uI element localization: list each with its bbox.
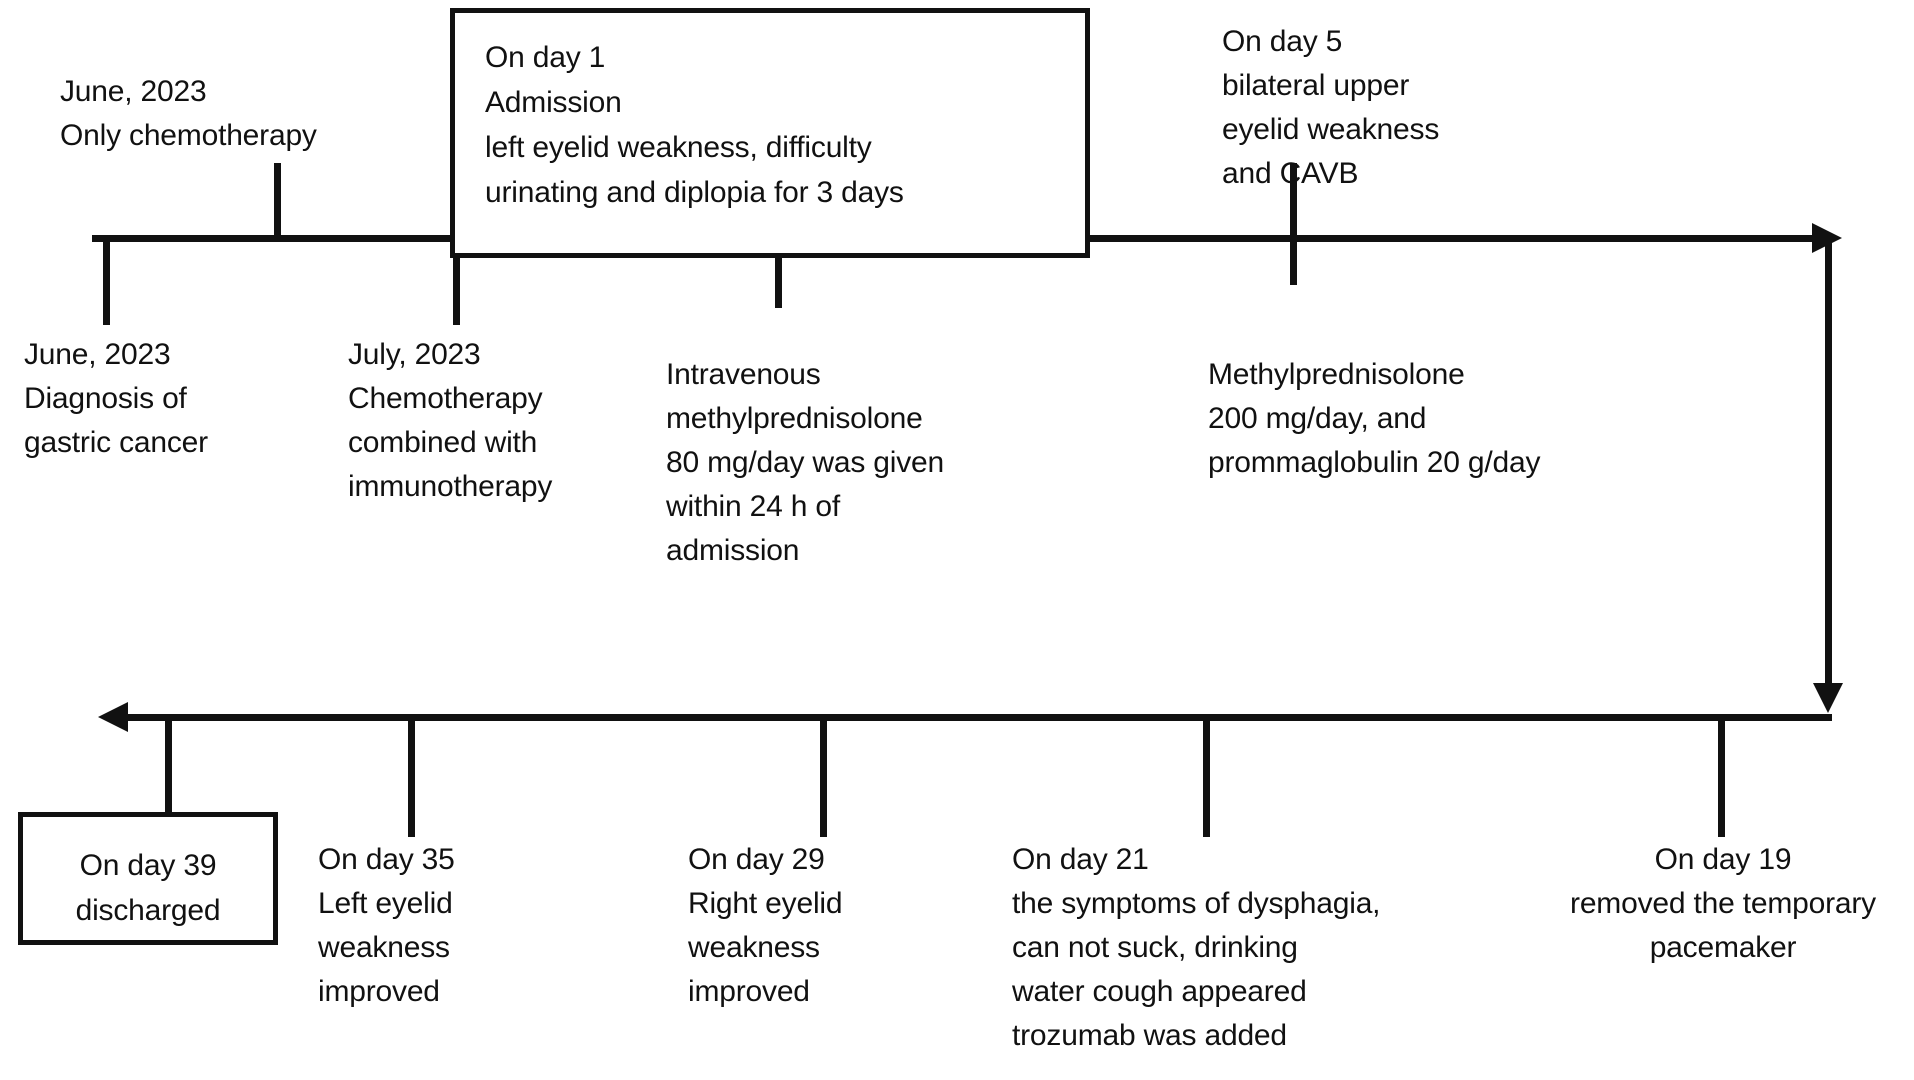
callout-day1-admission-text: On day 1 Admission left eyelid weakness,… bbox=[485, 41, 904, 209]
bottom-timeline-axis bbox=[128, 714, 1832, 721]
bottom-tick-day21 bbox=[1203, 714, 1210, 837]
label-methylprednisolone-200: Methylprednisolone 200 mg/day, and promm… bbox=[1208, 358, 1541, 479]
top-tick-down-july2023 bbox=[453, 235, 460, 325]
top-tick-up-day5 bbox=[1290, 163, 1297, 239]
top-tick-down-methylpred200 bbox=[1290, 235, 1297, 285]
top-tick-down-diagnosis bbox=[103, 235, 110, 325]
label-day35-left-eyelid: On day 35 Left eyelid weakness improved bbox=[318, 843, 455, 1008]
bottom-tick-day29 bbox=[820, 714, 827, 837]
label-july-2023-immunotherapy: July, 2023 Chemotherapy combined with im… bbox=[348, 338, 553, 503]
top-tick-up-june2023 bbox=[274, 163, 281, 239]
timeline-connector-right bbox=[1825, 235, 1832, 685]
label-june-2023-diagnosis: June, 2023 Diagnosis of gastric cancer bbox=[24, 338, 208, 459]
bottom-tick-day39 bbox=[165, 714, 172, 814]
bottom-tick-day19 bbox=[1718, 714, 1725, 837]
callout-day39-discharged-text: On day 39 discharged bbox=[75, 849, 221, 927]
callout-day1-admission: On day 1 Admission left eyelid weakness,… bbox=[450, 8, 1090, 258]
timeline-connector-arrowhead-icon bbox=[1813, 683, 1843, 713]
label-day5-cavb: On day 5 bilateral upper eyelid weakness… bbox=[1222, 25, 1440, 190]
bottom-timeline-arrowhead-icon bbox=[98, 702, 128, 732]
label-day21-dysphagia: On day 21 the symptoms of dysphagia, can… bbox=[1012, 843, 1381, 1052]
label-iv-methylprednisolone-80: Intravenous methylprednisolone 80 mg/day… bbox=[666, 358, 945, 567]
label-day19-pacemaker: On day 19 removed the temporary pacemake… bbox=[1570, 843, 1876, 964]
callout-day39-discharged: On day 39 discharged bbox=[18, 812, 278, 945]
bottom-tick-day35 bbox=[408, 714, 415, 837]
label-day29-right-eyelid: On day 29 Right eyelid weakness improved bbox=[688, 843, 843, 1008]
label-june-2023-only-chemotherapy: June, 2023 Only chemotherapy bbox=[60, 75, 317, 152]
